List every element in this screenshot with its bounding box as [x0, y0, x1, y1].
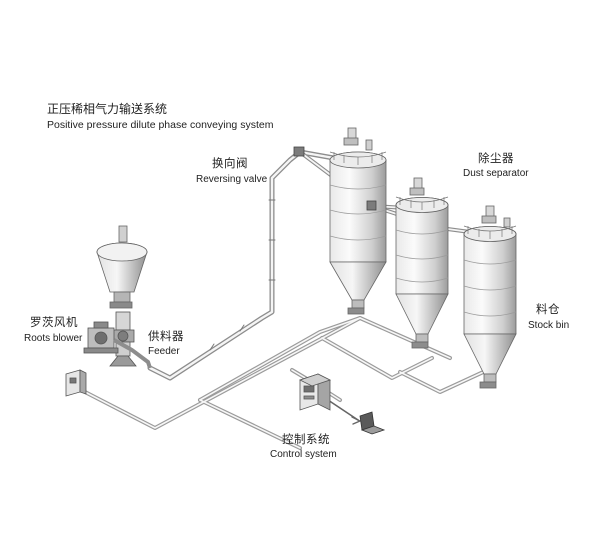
laptop-computer [359, 411, 386, 435]
reversing-valve-label-zh: 换向阀 [212, 156, 248, 170]
dust-separator-label-en: Dust separator [463, 168, 529, 179]
stock-bin-silo-3 [463, 205, 517, 389]
control-system-label-zh: 控制系统 [282, 432, 330, 446]
control-cabinet [298, 373, 332, 411]
roots-blower-unit [83, 321, 152, 369]
control-system-label-en: Control system [270, 449, 337, 460]
stock-bin-silo-2 [395, 177, 449, 349]
roots-blower-label-zh: 罗茨风机 [30, 315, 78, 329]
stock-bin-label-en: Stock bin [528, 320, 570, 331]
title-chinese: 正压稀相气力输送系统 [47, 102, 168, 116]
roots-blower-label-en: Roots blower [24, 333, 83, 344]
stock-bin-silo-1 [329, 127, 387, 315]
electrical-cabinet [65, 369, 87, 397]
reversing-valve-symbols [293, 146, 377, 211]
feeder-label-zh: 供料器 [148, 329, 184, 343]
reversing-valve-label-en: Reversing valve [196, 174, 268, 185]
feed-hopper [96, 225, 148, 309]
feeder-unit [109, 311, 137, 367]
stock-bin-label-zh: 料仓 [536, 302, 560, 316]
title-english: Positive pressure dilute phase conveying… [47, 119, 274, 131]
control-cables [83, 316, 494, 450]
feeder-label-en: Feeder [148, 346, 180, 357]
dust-separator-label-zh: 除尘器 [478, 151, 514, 165]
